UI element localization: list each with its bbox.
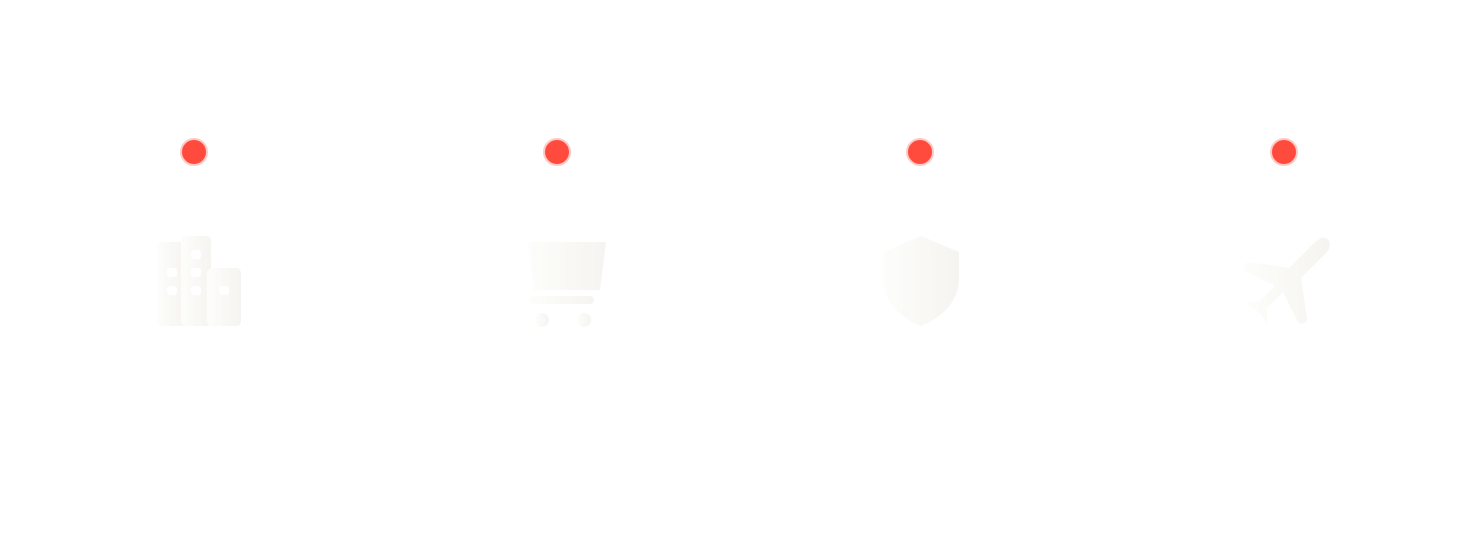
category-shopping[interactable]: [458, 0, 658, 537]
category-travel[interactable]: [1185, 0, 1385, 537]
shield-icon: [873, 232, 969, 328]
category-security[interactable]: [821, 0, 1021, 537]
airplane-icon: [1237, 232, 1333, 328]
notification-dot: [543, 138, 571, 166]
shopping-cart-icon: [510, 232, 606, 328]
notification-dot: [1270, 138, 1298, 166]
category-building[interactable]: [95, 0, 295, 537]
notification-dot: [180, 138, 208, 166]
notification-dot: [906, 138, 934, 166]
building-icon: [147, 232, 243, 328]
